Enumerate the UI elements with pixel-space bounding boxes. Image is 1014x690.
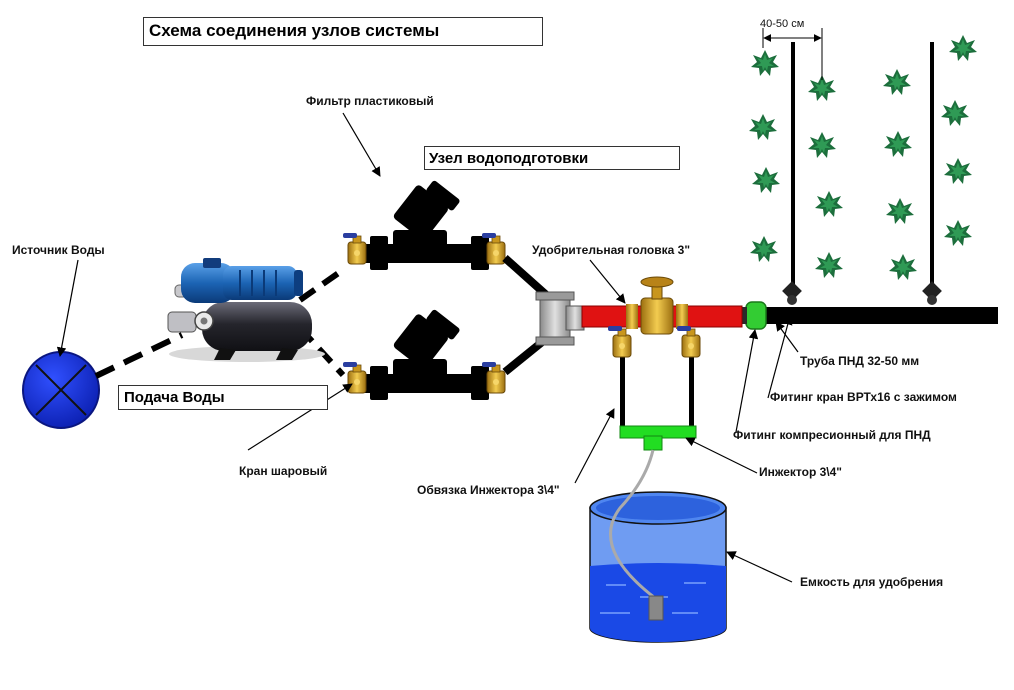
filter-icon	[392, 308, 461, 385]
callout-arrows	[56, 112, 799, 583]
plant-icon	[815, 252, 843, 278]
water-source-icon	[22, 351, 100, 429]
label-filter: Фильтр пластиковый	[306, 94, 434, 108]
ball-valve-icon	[607, 325, 632, 358]
fertilizer-head	[581, 276, 743, 335]
drip-field	[749, 28, 977, 305]
plant-icon	[751, 50, 779, 76]
label-water-supply: Подача Воды	[118, 385, 328, 410]
label-fitting-valve: Фитинг кран ВРТх16 с зажимом	[770, 390, 957, 404]
label-injector: Инжектор 3\4"	[759, 465, 842, 479]
drip-line	[791, 42, 795, 290]
label-ball-valve: Кран шаровый	[239, 464, 328, 478]
injector-icon	[619, 425, 697, 451]
label-fertilizer-head: Удобрительная головка 3"	[532, 243, 691, 257]
label-pipe: Труба ПНД 32-50 мм	[800, 354, 920, 368]
plant-icon	[752, 167, 780, 193]
ball-valve-icon	[342, 361, 367, 394]
ball-valve-icon	[676, 325, 701, 358]
gate-valve-icon	[640, 276, 674, 335]
plant-icon	[889, 254, 917, 280]
diagram-title: Схема соединения узлов системы	[143, 17, 543, 46]
fertilizer-tank-icon	[589, 449, 727, 643]
plant-icon	[815, 191, 843, 217]
compression-fitting-icon	[782, 281, 802, 305]
plant-icon	[749, 114, 777, 140]
plant-icon	[941, 100, 969, 126]
hdpe-pipe	[756, 307, 998, 324]
injector-piping	[607, 325, 701, 451]
ball-valve-icon	[342, 232, 367, 265]
tee-fitting-icon	[535, 291, 585, 346]
spacing-dimension	[762, 28, 823, 80]
pump-icon	[167, 258, 325, 362]
label-injector-piping: Обвязка Инжектора 3\4"	[417, 483, 560, 497]
plant-icon	[944, 220, 972, 246]
drip-line	[930, 42, 934, 290]
plant-icon	[884, 131, 912, 157]
plant-icon	[886, 198, 914, 224]
label-treatment-unit: Узел водоподготовки	[424, 146, 680, 170]
filter-lower	[342, 308, 506, 400]
plants	[749, 35, 977, 280]
plant-icon	[808, 132, 836, 158]
plant-icon	[750, 236, 778, 262]
fitting-valve-icon	[739, 301, 767, 330]
plant-icon	[883, 69, 911, 95]
label-water-source: Источник Воды	[12, 243, 105, 257]
plant-icon	[949, 35, 977, 61]
label-fitting-compression: Фитинг компресионный для ПНД	[733, 428, 931, 442]
compression-fitting-icon	[922, 281, 942, 305]
plant-icon	[944, 158, 972, 184]
filter-upper	[342, 179, 506, 270]
label-spacing: 40-50 см	[760, 18, 805, 30]
label-tank: Емкость для удобрения	[800, 575, 944, 589]
